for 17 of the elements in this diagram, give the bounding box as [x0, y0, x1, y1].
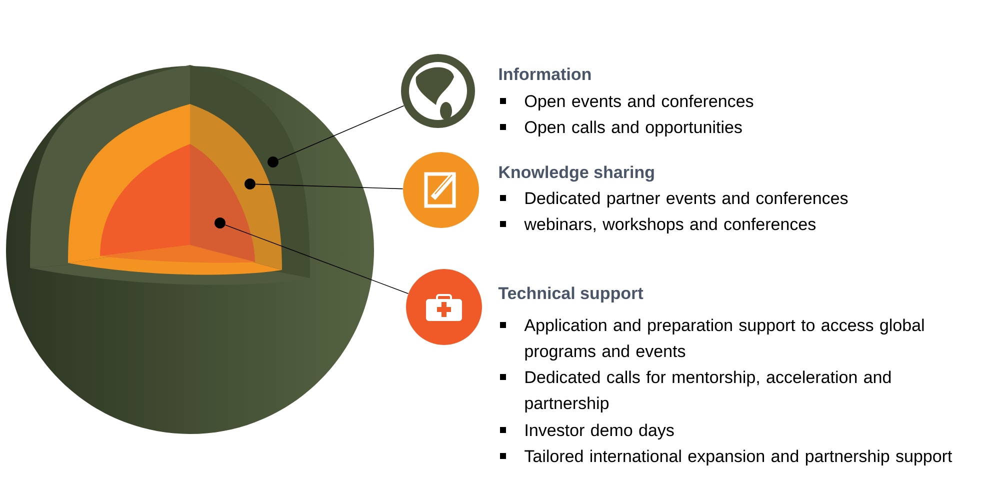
bullet-item: webinars, workshops and conferences [500, 218, 816, 234]
bullet-item: Dedicated partner events and conferences [500, 192, 848, 208]
heading: Information [499, 68, 591, 80]
bullet-item: Application and preparation support to access global programs and events [500, 318, 924, 361]
heading: Knowledge sharing [499, 166, 654, 182]
layer-dot [214, 218, 226, 228]
bullet-item: Open calls and opportunities [500, 120, 742, 137]
leader-line [224, 224, 409, 294]
bullet-item: Dedicated calls for mentorship, acceleration and partnership [500, 370, 891, 413]
leader-line [278, 105, 404, 160]
bullet-item: Open events and conferences [500, 94, 754, 111]
leader-line [255, 184, 404, 190]
layer-dot [268, 156, 278, 168]
bullet-item: Tailored international expansion and partnership support [500, 450, 952, 466]
layer-dot [244, 178, 256, 190]
heading: Technical support [498, 286, 644, 303]
bullet-item: Investor demo days [500, 424, 674, 440]
